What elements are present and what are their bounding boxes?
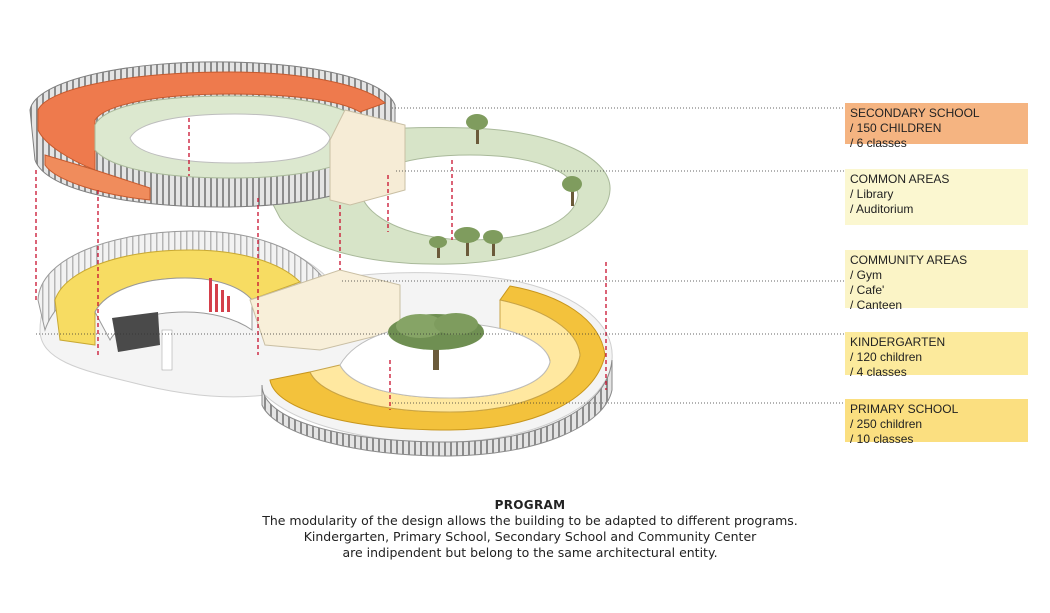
caption-line: Kindergarten, Primary School, Secondary …	[303, 529, 757, 544]
legend-line: SECONDARY SCHOOL	[850, 106, 980, 120]
program-caption: PROGRAM The modularity of the design all…	[180, 497, 880, 561]
primary-facade	[261, 359, 613, 457]
upper-level	[29, 61, 611, 265]
section-lines	[35, 118, 607, 410]
caption-title: PROGRAM	[494, 498, 566, 512]
common-block	[329, 109, 406, 206]
legend-kindergarten: KINDERGARTEN / 120 children / 4 classes	[845, 332, 1028, 379]
legend-line: / 4 classes	[850, 365, 907, 379]
legend-line: / Auditorium	[850, 202, 914, 216]
legend-line: / 120 children	[850, 350, 923, 364]
secondary-inner-void	[129, 113, 331, 164]
legend-line: / Library	[850, 187, 894, 201]
legend-line: / 10 classes	[850, 432, 914, 446]
caption-line: The modularity of the design allows the …	[262, 513, 798, 528]
lower-level	[37, 230, 613, 457]
caption-line: are indipendent but belong to the same a…	[342, 545, 718, 560]
legend-line: / Gym	[850, 268, 882, 282]
kindergarten-dark-block	[112, 312, 160, 352]
leader-lines	[36, 107, 845, 404]
kindergarten-red-bars	[209, 278, 230, 312]
courtyard-tree-icon	[388, 313, 484, 370]
secondary-rooms-front	[44, 154, 151, 201]
legend-line: / 250 children	[850, 417, 923, 431]
legend-secondary-school: SECONDARY SCHOOL / 150 CHILDREN / 6 clas…	[845, 103, 1028, 150]
legend-line: PRIMARY SCHOOL	[850, 402, 959, 416]
legend-line: COMMUNITY AREAS	[850, 253, 968, 267]
legend-primary-school: PRIMARY SCHOOL / 250 children / 10 class…	[845, 399, 1028, 446]
legend-line: COMMON AREAS	[850, 172, 950, 186]
legend-common-areas: COMMON AREAS / Library / Auditorium	[845, 169, 1028, 225]
legend-community-areas: COMMUNITY AREAS / Gym / Cafe' / Canteen	[845, 250, 1028, 312]
legend-line: / 6 classes	[850, 136, 907, 150]
legend-line: / 150 CHILDREN	[850, 121, 942, 135]
legend-line: KINDERGARTEN	[850, 335, 946, 349]
roof-tree-icon	[429, 114, 582, 258]
legend-line: / Canteen	[850, 298, 903, 312]
legend-line: / Cafe'	[850, 283, 885, 297]
